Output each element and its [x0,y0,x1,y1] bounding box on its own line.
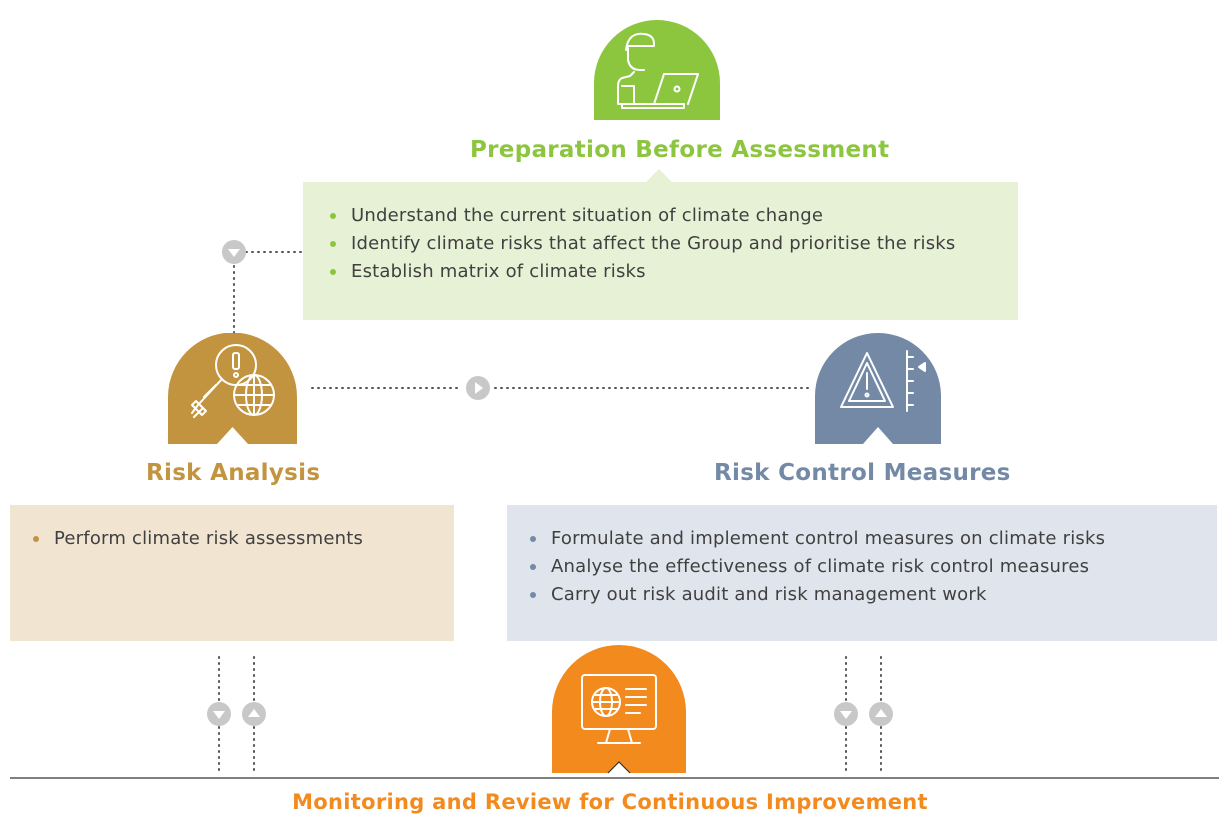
up-arrow-icon [242,702,266,726]
list-item: Perform climate risk assessments [30,525,454,553]
list-item: Understand the current situation of clim… [327,202,1018,230]
list-item: Analyse the effectiveness of climate ris… [527,553,1217,581]
warning-triangle-gauge-icon [815,333,941,444]
down-arrow-icon [834,702,858,726]
down-arrow-icon [222,240,246,264]
magnifier-globe-alert-icon [168,333,297,444]
analysis-box: Perform climate risk assessments [10,505,454,641]
control-title: Risk Control Measures [714,460,1011,486]
list-item: Identify climate risks that affect the G… [327,230,1018,258]
up-arrow-icon [869,702,893,726]
list-item: Carry out risk audit and risk management… [527,581,1217,609]
preparation-box: Understand the current situation of clim… [303,182,1018,320]
list-item: Formulate and implement control measures… [527,525,1217,553]
right-arrow-icon [466,376,490,400]
control-box: Formulate and implement control measures… [507,505,1217,641]
analysis-title: Risk Analysis [146,460,321,486]
monitor-globe-icon [552,645,686,774]
person-laptop-icon [594,20,720,120]
callout-pointer [646,169,672,182]
down-arrow-icon [207,702,231,726]
list-item: Establish matrix of climate risks [327,258,1018,286]
monitoring-title: Monitoring and Review for Continuous Imp… [292,790,928,814]
preparation-title: Preparation Before Assessment [470,137,890,163]
